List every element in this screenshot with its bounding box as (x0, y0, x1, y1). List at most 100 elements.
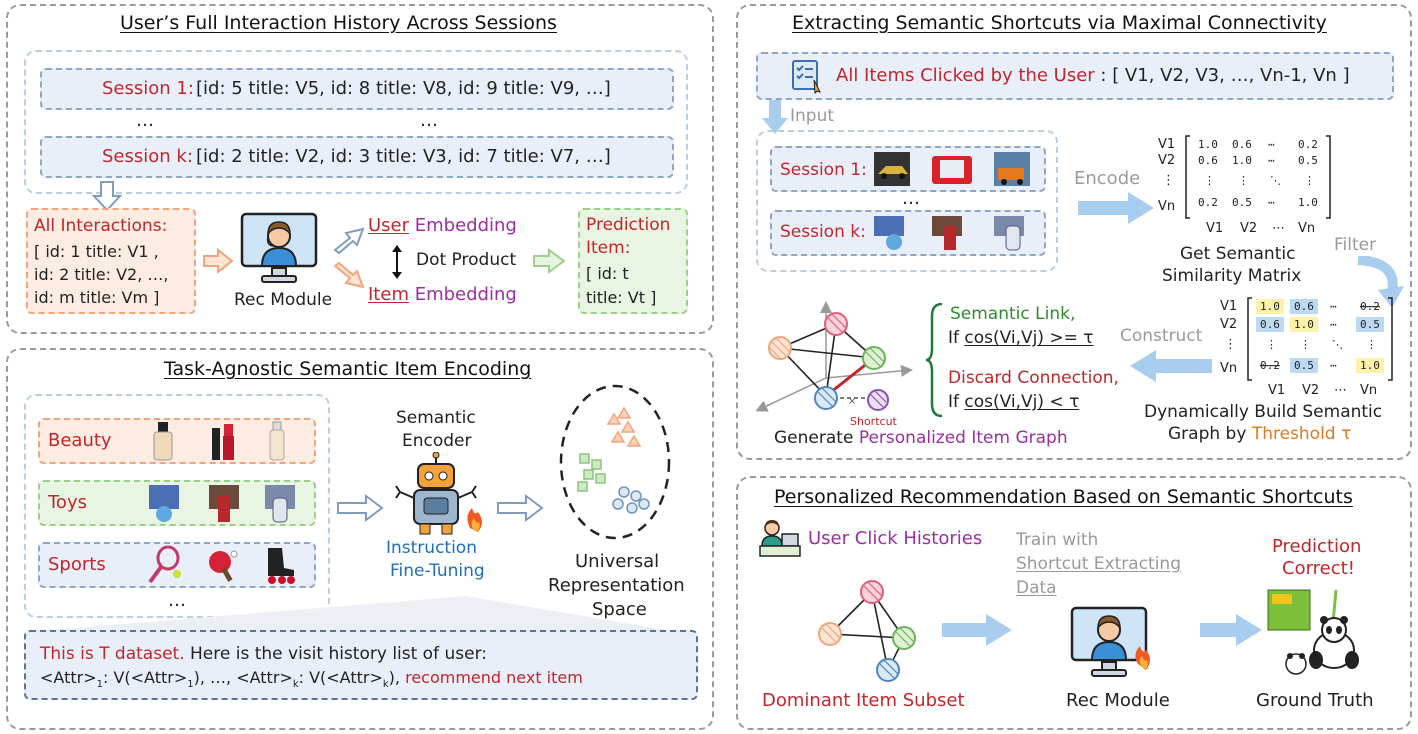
user-click-histories: User Click Histories (808, 528, 983, 549)
prediction-title: Item: (586, 238, 631, 258)
sessionk-row (40, 136, 674, 178)
user-embedding-label: User Embedding (368, 215, 517, 236)
ift-label: Instruction (386, 538, 477, 558)
rec-module-label: Rec Module (1066, 690, 1170, 711)
matrix-cell: 0.2 (1198, 196, 1218, 209)
ping-pong-icon (209, 550, 238, 582)
similarity-caption: Similarity Matrix (1162, 266, 1302, 286)
matrix-cell: ⋯ (1330, 300, 1337, 313)
matrix-cell: 0.5 (1232, 196, 1252, 209)
matrix-cell: ⋯ (1268, 154, 1275, 167)
ellipsis: … (136, 110, 154, 131)
urs-label: Space (592, 599, 647, 620)
panel4-title: Personalized Recommendation Based on Sem… (774, 486, 1353, 508)
build-caption: Dynamically Build Semantic (1144, 402, 1383, 422)
rec-module-label: Rec Module (234, 290, 333, 310)
matrix-cell: ⋯ (1330, 318, 1337, 331)
matrix-cell: ⋯ (1330, 359, 1337, 372)
matrix-cell: ⋮ (1300, 338, 1311, 351)
user-at-desk-icon (759, 520, 801, 557)
filtered-matrix: V1 V2 ⋮ Vn 1.0 0.6 ⋯ 0.2 0.6 1.0 ⋯ 0.5 ⋮… (1220, 297, 1393, 398)
all-interactions-title: All Interactions: (34, 216, 168, 236)
dot-product-label: Dot Product (416, 250, 517, 270)
prediction-title-value: title: Vt ] (586, 288, 657, 307)
session1-items: [id: 5 title: V5, id: 8 title: V8, id: 9… (196, 78, 611, 99)
build-caption: Graph by Threshold τ (1168, 424, 1352, 444)
sessionk-items: [id: 2 title: V2, id: 3 title: V3, id: 7… (196, 146, 611, 167)
clicked-items-text: All Items Clicked by the User : [ V1, V2… (836, 65, 1350, 86)
discard-condition: If cos(Vi,Vj) < τ (948, 392, 1080, 412)
matrix-cell: 1.0 (1298, 196, 1318, 209)
input-label: Input (790, 106, 835, 126)
matrix-cell: ⋮ (1266, 338, 1277, 351)
toy-figure-icon (149, 485, 179, 522)
right-arrow-icon (1200, 614, 1262, 646)
prediction-correct: Correct! (1282, 558, 1355, 579)
construct-label: Construct (1120, 326, 1203, 346)
session1-row (40, 68, 674, 110)
matrix-cell: 0.5 (1360, 318, 1380, 331)
matrix-col-label: Vn (1298, 221, 1315, 236)
prompt-line2: <Attr>1: V(<Attr>1), …, <Attr>k: V(<Attr… (40, 668, 583, 691)
matrix-row-label: V1 (1158, 137, 1175, 152)
matrix-cell: 1.0 (1294, 318, 1314, 331)
foundation-bottle-icon (269, 421, 285, 461)
clicked-items-box (756, 52, 1394, 100)
matrix-row-label: ⋮ (1162, 173, 1175, 188)
computer-user-icon (1070, 606, 1150, 677)
right-arrow-icon (533, 248, 566, 274)
category-label: Toys (48, 492, 87, 513)
semantic-link-label: Semantic Link, (950, 304, 1076, 324)
matrix-col-label: ⋯ (1272, 221, 1285, 236)
matrix-cell: 1.0 (1360, 359, 1380, 372)
panel-semantic-shortcuts (736, 4, 1412, 460)
matrix-col-label: V2 (1240, 221, 1257, 236)
p3-session1-label: Session 1: (780, 160, 867, 180)
matrix-cell: 0.2 (1260, 359, 1280, 372)
p3-sessionk-label: Session k: (780, 222, 866, 242)
train-label: Data (1016, 578, 1057, 598)
dominant-item-subset: Dominant Item Subset (762, 690, 965, 711)
encoder-label: Encoder (402, 431, 472, 451)
matrix-cell: 0.6 (1294, 300, 1314, 313)
matrix-row-label: V2 (1158, 153, 1175, 168)
representation-space-ellipse (559, 384, 671, 540)
matrix-cell: ⋱ (1270, 174, 1281, 187)
toy-robot-icon (994, 216, 1024, 251)
toy-figure-icon (932, 216, 962, 250)
matrix-cell: ⋮ (1304, 174, 1315, 187)
ellipsis: … (420, 110, 438, 131)
item-embedding-label: Item Embedding (368, 284, 517, 305)
robot-encoder-icon (395, 452, 482, 535)
right-arrow-icon (497, 494, 544, 522)
checklist-icon (792, 60, 821, 94)
categories-group (24, 394, 330, 618)
computer-user-icon (240, 212, 318, 283)
panda-toy-icon (1267, 589, 1359, 675)
matrix-row-label: Vn (1220, 361, 1237, 376)
category-label: Sports (48, 554, 106, 575)
encoder-label: Semantic (396, 408, 476, 428)
matrix-col-label: V1 (1268, 383, 1285, 398)
panel-personalized-recommendation (736, 476, 1412, 730)
panel3-title: Extracting Semantic Shortcuts via Maxima… (792, 12, 1327, 34)
matrix-col-label: ⋯ (1334, 383, 1347, 398)
category-label: Beauty (48, 430, 112, 451)
panel1-title: User’s Full Interaction History Across S… (120, 12, 557, 34)
cosmetics-bottle-icon (153, 422, 173, 461)
sessions-group (24, 50, 688, 194)
encode-label: Encode (1074, 168, 1141, 189)
all-interactions-line: id: 2 title: V2, …, (34, 265, 169, 284)
matrix-cell: ⋮ (1204, 174, 1215, 187)
link-condition: If cos(Vi,Vj) >= τ (948, 328, 1094, 348)
matrix-col-label: V1 (1206, 221, 1223, 236)
double-arrow-icon (392, 245, 402, 279)
ground-truth: Ground Truth (1256, 690, 1374, 711)
filter-label: Filter (1334, 235, 1377, 255)
all-interactions-box (26, 208, 196, 314)
dominant-item-graph (818, 580, 916, 682)
discard-label: Discard Connection, (948, 368, 1119, 388)
matrix-cell: ⋯ (1268, 196, 1275, 209)
game-console-icon (932, 156, 972, 184)
matrix-cell: 0.5 (1294, 359, 1314, 372)
